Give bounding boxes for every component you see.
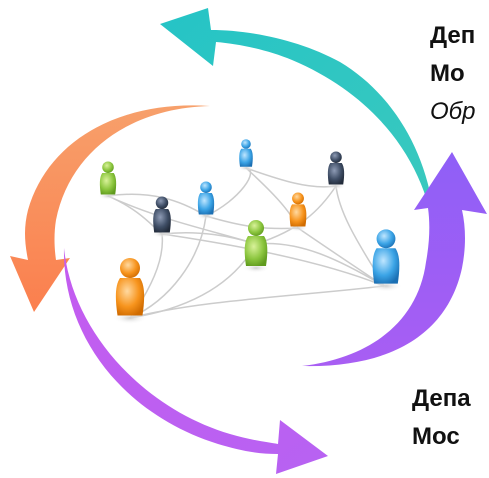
bottom-label-line-1: Депа — [412, 385, 471, 412]
person-icon-navy-right — [325, 151, 347, 190]
person-icon-blue-top — [237, 139, 255, 171]
top-label-line-3: Обр — [430, 98, 476, 125]
person-icon-green-small — [97, 161, 119, 200]
top-department-label: Деп Мо Обр — [430, 17, 476, 131]
bottom-label-line-2: Мос — [412, 423, 460, 450]
person-icon-navy-left — [151, 196, 173, 238]
top-label-line-1: Деп — [430, 22, 476, 49]
magenta-cycle-arrow — [63, 248, 328, 474]
bottom-department-label: Депа Мос — [412, 380, 471, 456]
purple-cycle-arrow — [302, 152, 487, 367]
person-icon-blue-center — [195, 181, 217, 220]
person-icon-orange-small — [287, 192, 309, 232]
person-icon-orange-large — [112, 258, 148, 325]
orange-cycle-arrow — [10, 105, 210, 312]
top-label-line-2: Мо — [430, 60, 465, 87]
teal-cycle-arrow — [160, 8, 436, 247]
person-icon-blue-large — [369, 229, 403, 292]
